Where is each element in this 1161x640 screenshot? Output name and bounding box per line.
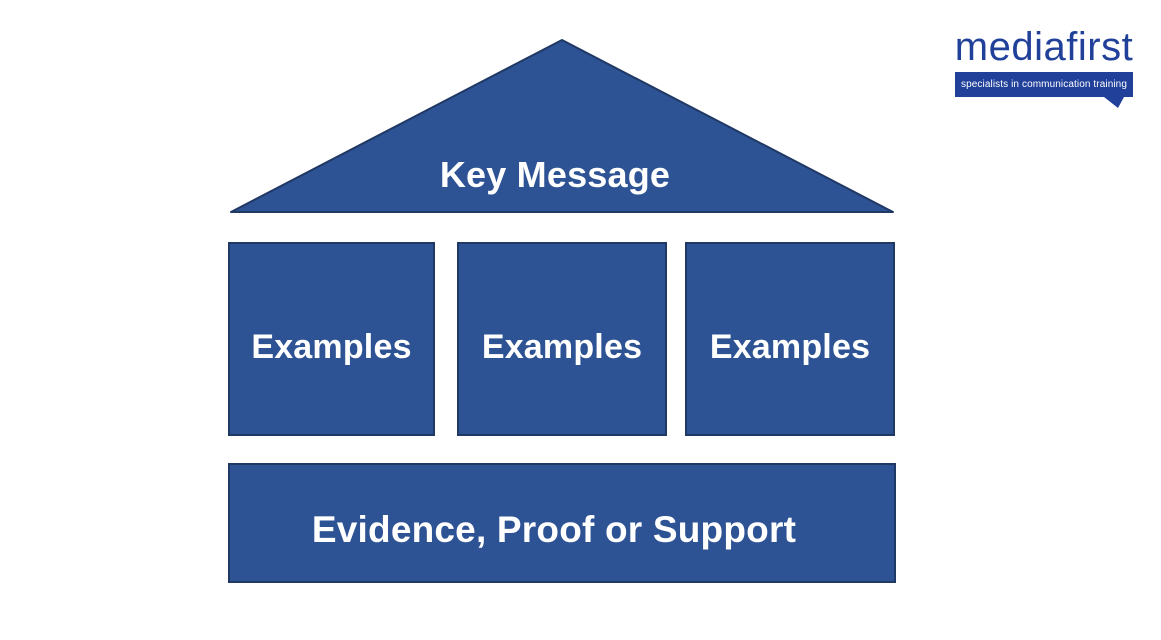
pillar-box-3: Examples [685, 242, 895, 436]
pillar-box-1: Examples [228, 242, 435, 436]
logo-wordmark: mediafirst [954, 25, 1134, 69]
base-label: Evidence, Proof or Support [311, 509, 797, 550]
logo-tagline: specialists in communication training [961, 79, 1127, 90]
logo-speech-bubble-tail-icon [1104, 97, 1124, 108]
roof-triangle [230, 39, 894, 213]
pillar-label-1: Examples [251, 327, 412, 366]
logo-tagline-box: specialists in communication training [955, 72, 1133, 97]
pillar-label-3: Examples [709, 327, 871, 366]
base-bar: Evidence, Proof or Support [228, 463, 896, 583]
roof-label: Key Message [439, 154, 671, 195]
roof-triangle-shape [230, 39, 894, 213]
pillar-label-2: Examples [481, 327, 643, 366]
pillar-box-2: Examples [457, 242, 667, 436]
mediafirst-logo: mediafirst specialists in communication … [953, 24, 1135, 108]
